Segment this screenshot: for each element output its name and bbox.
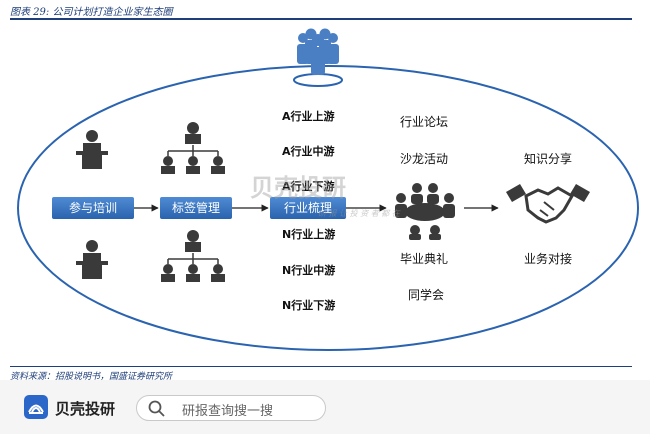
industry-n-upstream: N行业上游 — [282, 228, 336, 241]
search-icon[interactable] — [148, 400, 166, 418]
source-rule — [10, 366, 632, 367]
ecosystem-diagram — [17, 28, 639, 351]
industry-a-downstream: A行业下游 — [282, 180, 335, 193]
box-training: 参与培训 — [52, 197, 134, 219]
shell-logo-icon[interactable] — [24, 395, 48, 419]
activity-salon: 沙龙活动 — [400, 152, 449, 166]
speaker-podium-icon — [76, 240, 108, 279]
meeting-table-icon — [395, 183, 455, 240]
search-input[interactable] — [136, 395, 326, 421]
box-tag-management: 标签管理 — [160, 197, 232, 219]
title-rule — [10, 18, 632, 20]
search-placeholder: 研报查询搜一搜 — [182, 404, 274, 419]
industry-n-downstream: N行业下游 — [282, 299, 336, 312]
people-group-icon — [293, 28, 343, 87]
activity-alumni: 同学会 — [408, 288, 445, 302]
ecosystem-ellipse — [17, 65, 639, 351]
industry-n-midstream: N行业中游 — [282, 264, 336, 277]
speaker-podium-icon — [76, 130, 108, 169]
outcome-business-matching: 业务对接 — [524, 252, 573, 266]
outcome-knowledge-sharing: 知识分享 — [524, 152, 573, 166]
figure-title: 图表 29: 公司计划打造企业家生态圈 — [10, 7, 173, 18]
box-industry-sorting: 行业梳理 — [270, 197, 346, 219]
figure-source: 资料来源：招股说明书，国盛证券研究所 — [10, 372, 173, 382]
brand-name[interactable]: 贝壳投研 — [55, 400, 116, 418]
activity-forum: 行业论坛 — [400, 115, 449, 129]
watermark: 贝壳投研 — [250, 174, 346, 202]
industry-a-midstream: A行业中游 — [282, 145, 335, 158]
activity-graduation: 毕业典礼 — [400, 252, 449, 266]
org-chart-icon — [161, 230, 225, 282]
handshake-icon — [506, 184, 590, 224]
industry-a-upstream: A行业上游 — [282, 110, 335, 123]
watermark-sub: 研 报 让 投 资 者 都 在 — [318, 209, 400, 218]
org-chart-icon — [161, 122, 225, 174]
